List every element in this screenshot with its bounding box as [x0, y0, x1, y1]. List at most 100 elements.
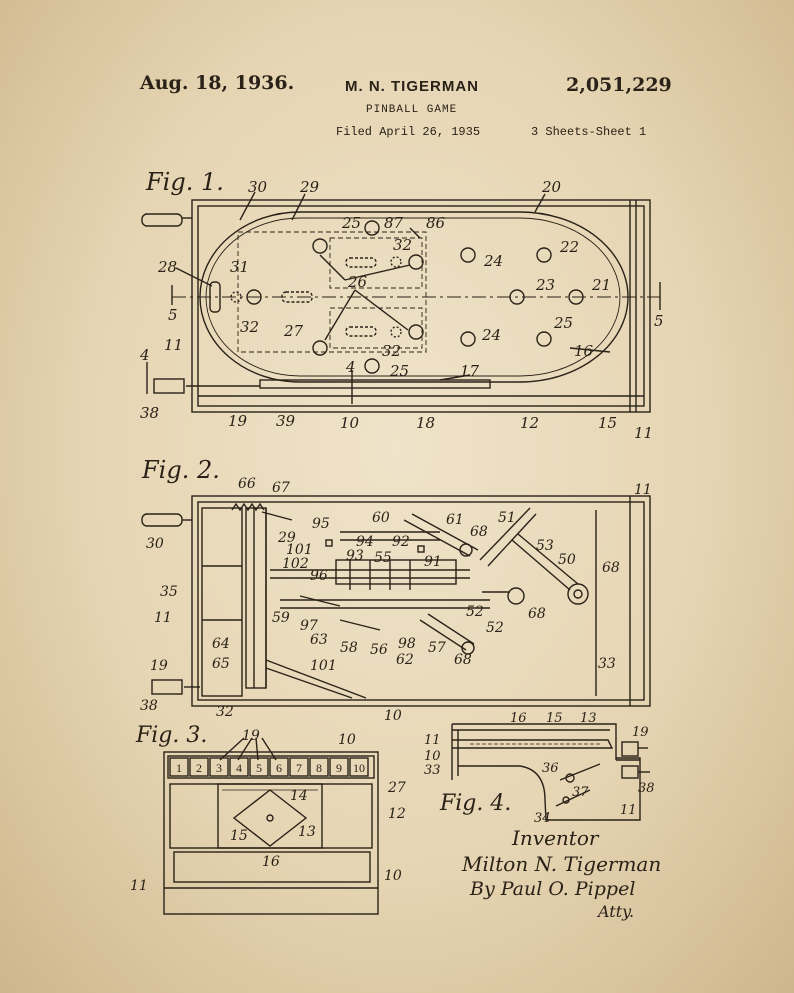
ref-numeral: 12: [520, 414, 539, 432]
ref-numeral: 98: [398, 636, 416, 652]
score-box-number: 1: [176, 761, 182, 775]
ref-numeral: 21: [591, 276, 611, 294]
ref-numeral: 11: [164, 336, 183, 354]
fig1-drawing: [141, 191, 661, 413]
score-box: [249, 757, 269, 777]
ref-numeral: 102: [282, 556, 309, 572]
ref-numeral: 4: [139, 346, 150, 364]
fig2-caption: Fig. 2.: [141, 456, 220, 484]
score-box: [209, 757, 229, 777]
ref-numeral: 58: [340, 640, 358, 656]
ref-numeral: 15: [230, 828, 248, 844]
ref-numeral: 87: [384, 214, 404, 232]
ref-numeral: 25: [341, 214, 361, 232]
score-box: [289, 757, 309, 777]
ref-numeral: 11: [424, 733, 441, 748]
ref-numeral: 23: [535, 276, 555, 294]
ref-numeral: 68: [528, 606, 546, 622]
ref-numeral: 14: [290, 788, 308, 804]
ref-numeral: 11: [620, 803, 637, 818]
score-box-number: 9: [336, 761, 342, 775]
ref-numeral: 11: [634, 482, 652, 498]
ref-numeral: 101: [286, 542, 313, 558]
ref-numeral: 16: [262, 854, 280, 870]
ref-numeral: 60: [372, 510, 390, 526]
ref-numeral: 5: [654, 312, 664, 330]
ref-numeral: 93: [346, 548, 364, 564]
ref-numeral: 91: [424, 554, 442, 570]
inventor-label: Inventor: [512, 826, 599, 850]
ref-numeral: 35: [160, 584, 178, 600]
ref-numeral: 15: [546, 711, 563, 726]
fig4-reference-numerals: 16 15 13 19 11 10 33 36 37 38 34 11: [424, 711, 655, 826]
patent-date: Aug. 18, 1936.: [140, 72, 295, 94]
ref-numeral: 16: [510, 711, 527, 726]
ref-numeral: 57: [428, 640, 446, 656]
ref-numeral: 96: [310, 568, 328, 584]
ref-numeral: 53: [536, 538, 554, 554]
patent-title: PINBALL GAME: [366, 104, 458, 116]
ref-numeral: 18: [416, 414, 435, 432]
ref-numeral: 38: [638, 781, 655, 796]
ref-numeral: 29: [299, 178, 320, 196]
score-box-number: 4: [236, 761, 242, 775]
ref-numeral: 92: [392, 534, 410, 550]
ref-numeral: 56: [370, 642, 388, 658]
ref-numeral: 19: [632, 725, 649, 740]
ref-numeral: 27: [387, 780, 406, 796]
score-box: [189, 757, 209, 777]
ref-numeral: 19: [150, 658, 168, 674]
inventor-name: M. N. TIGERMAN: [345, 78, 479, 95]
ref-numeral: 30: [248, 178, 268, 196]
fig2-drawing: [141, 495, 651, 707]
ref-numeral: 28: [157, 258, 177, 276]
attorney-signature: By Paul O. Pippel: [470, 878, 636, 900]
ref-numeral: 97: [300, 618, 318, 634]
ref-numeral: 27: [283, 322, 304, 340]
fig3-reference-numerals: 19 10 27 14 12 15 13 16 10 11: [130, 728, 406, 894]
ref-numeral: 10: [384, 868, 402, 884]
ref-numeral: 13: [298, 824, 316, 840]
fig2-reference-numerals: 66 67 11 30 29 95 60 61 68 51 101 94 92 …: [140, 476, 652, 724]
ref-numeral: 19: [228, 412, 248, 430]
ref-numeral: 66: [238, 476, 256, 492]
ref-numeral: 13: [580, 711, 597, 726]
ref-numeral: 11: [154, 610, 172, 626]
ref-numeral: 26: [347, 273, 368, 291]
ref-numeral: 63: [310, 632, 328, 648]
ref-numeral: 4: [345, 358, 356, 376]
sheet-count: 3 Sheets-Sheet 1: [531, 125, 647, 139]
ref-numeral: 32: [216, 704, 234, 720]
fig4-caption: Fig. 4.: [439, 791, 511, 816]
score-box: [349, 757, 369, 777]
ref-numeral: 33: [598, 656, 616, 672]
score-box-number: 8: [316, 761, 322, 775]
ref-numeral: 68: [602, 560, 620, 576]
score-box-number: 2: [196, 761, 202, 775]
ref-numeral: 32: [393, 236, 412, 254]
ref-numeral: 50: [558, 552, 576, 568]
ref-numeral: 68: [454, 652, 472, 668]
ref-numeral: 10: [338, 732, 356, 748]
ref-numeral: 32: [382, 342, 401, 360]
fig3-caption: Fig. 3.: [135, 723, 207, 748]
ref-numeral: 19: [242, 728, 260, 744]
fig4-drawing: [451, 723, 650, 821]
score-box: [309, 757, 329, 777]
ref-numeral: 25: [553, 314, 573, 332]
ref-numeral: 15: [598, 414, 617, 432]
ref-numeral: 59: [272, 610, 290, 626]
ref-numeral: 34: [534, 811, 551, 826]
ref-numeral: 30: [146, 536, 164, 552]
ref-numeral: 62: [396, 652, 414, 668]
ref-numeral: 24: [483, 252, 503, 270]
ref-numeral: 68: [470, 524, 488, 540]
ref-numeral: 61: [446, 512, 464, 528]
ref-numeral: 52: [486, 620, 504, 636]
ref-numeral: 33: [424, 763, 441, 778]
filed-date: Filed April 26, 1935: [336, 125, 481, 139]
ref-numeral: 86: [426, 214, 446, 232]
ref-numeral: 10: [340, 414, 360, 432]
